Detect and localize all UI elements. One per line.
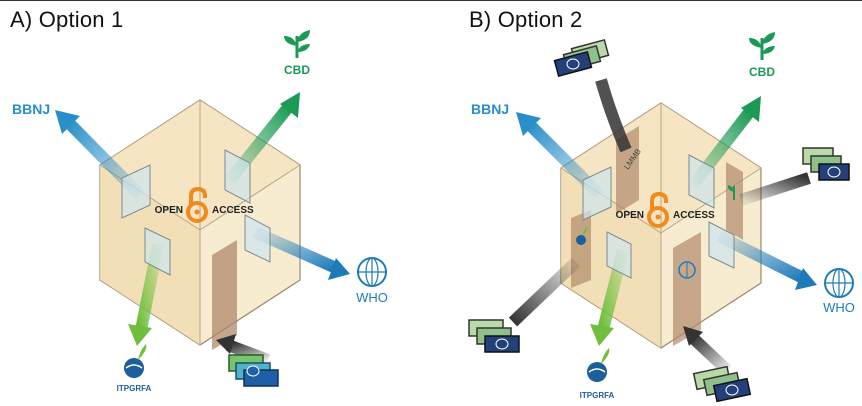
- cbd-door-leaf-icon: [727, 185, 735, 200]
- who-globe-icon: [824, 268, 854, 298]
- window: [688, 154, 715, 209]
- door-who: [673, 232, 701, 346]
- panel-title: B) Option 2: [469, 7, 583, 32]
- svg-text:OPEN: OPEN: [155, 205, 183, 216]
- svg-text:OPEN: OPEN: [616, 210, 644, 221]
- window: [244, 214, 271, 263]
- money-stack-icon: [802, 147, 850, 181]
- who-door-globe-icon: [678, 261, 696, 279]
- window: [582, 166, 612, 221]
- door-itpgrfa: [571, 210, 591, 288]
- who-globe-icon: [357, 257, 387, 287]
- panel-option-1: A) Option 1: [10, 7, 388, 393]
- open-access-logo: OPEN ACCESS: [616, 191, 715, 228]
- itpgrfa-label: ITPGRFA: [580, 391, 615, 400]
- panel-option-2: B) Option 2: [431, 0, 862, 406]
- itpgrfa-logo-icon: [587, 348, 610, 382]
- who-label: WHO: [356, 290, 388, 305]
- itpgrfa-label: ITPGRFA: [117, 384, 152, 393]
- open-lock-icon: [186, 186, 208, 223]
- money-stack-icon: [228, 354, 279, 387]
- who-label: WHO: [823, 300, 855, 315]
- cbd-label: CBD: [284, 63, 310, 77]
- diagram-option-1: OPEN ACCESS BBNJ CBD WHO: [12, 30, 388, 393]
- panel-title: A) Option 1: [10, 7, 124, 32]
- svg-text:ACCESS: ACCESS: [673, 210, 715, 221]
- window: [121, 164, 151, 219]
- door: [212, 240, 237, 350]
- funding-arrow-lmmb: [595, 78, 632, 153]
- cbd-label: CBD: [749, 65, 775, 79]
- itpgrfa-door-icon: [576, 226, 588, 245]
- window: [708, 221, 735, 269]
- window: [224, 149, 251, 204]
- cbd-leaf-icon: [284, 30, 310, 58]
- funding-arrow-itpgrfa: [508, 257, 581, 327]
- money-stack-icon: [553, 38, 610, 78]
- itpgrfa-logo-icon: [124, 344, 147, 378]
- top-border: [0, 0, 862, 1]
- funding-arrow-cbd: [739, 172, 811, 206]
- door-cbd: [726, 162, 743, 240]
- svg-text:ACCESS: ACCESS: [212, 205, 254, 216]
- open-lock-icon: [647, 191, 669, 228]
- window: [606, 231, 632, 279]
- open-access-logo: OPEN ACCESS: [155, 186, 254, 223]
- money-stack-icon: [692, 365, 752, 403]
- bbnj-label: BBNJ: [12, 101, 50, 117]
- window: [144, 227, 171, 276]
- bbnj-label: BBNJ: [471, 101, 509, 117]
- funding-arrow-who: [683, 326, 732, 375]
- money-stack-icon: [468, 319, 520, 353]
- cbd-leaf-icon: [749, 32, 775, 60]
- diagram-option-2: LMMB OPEN ACCESS BBNJ: [468, 32, 855, 403]
